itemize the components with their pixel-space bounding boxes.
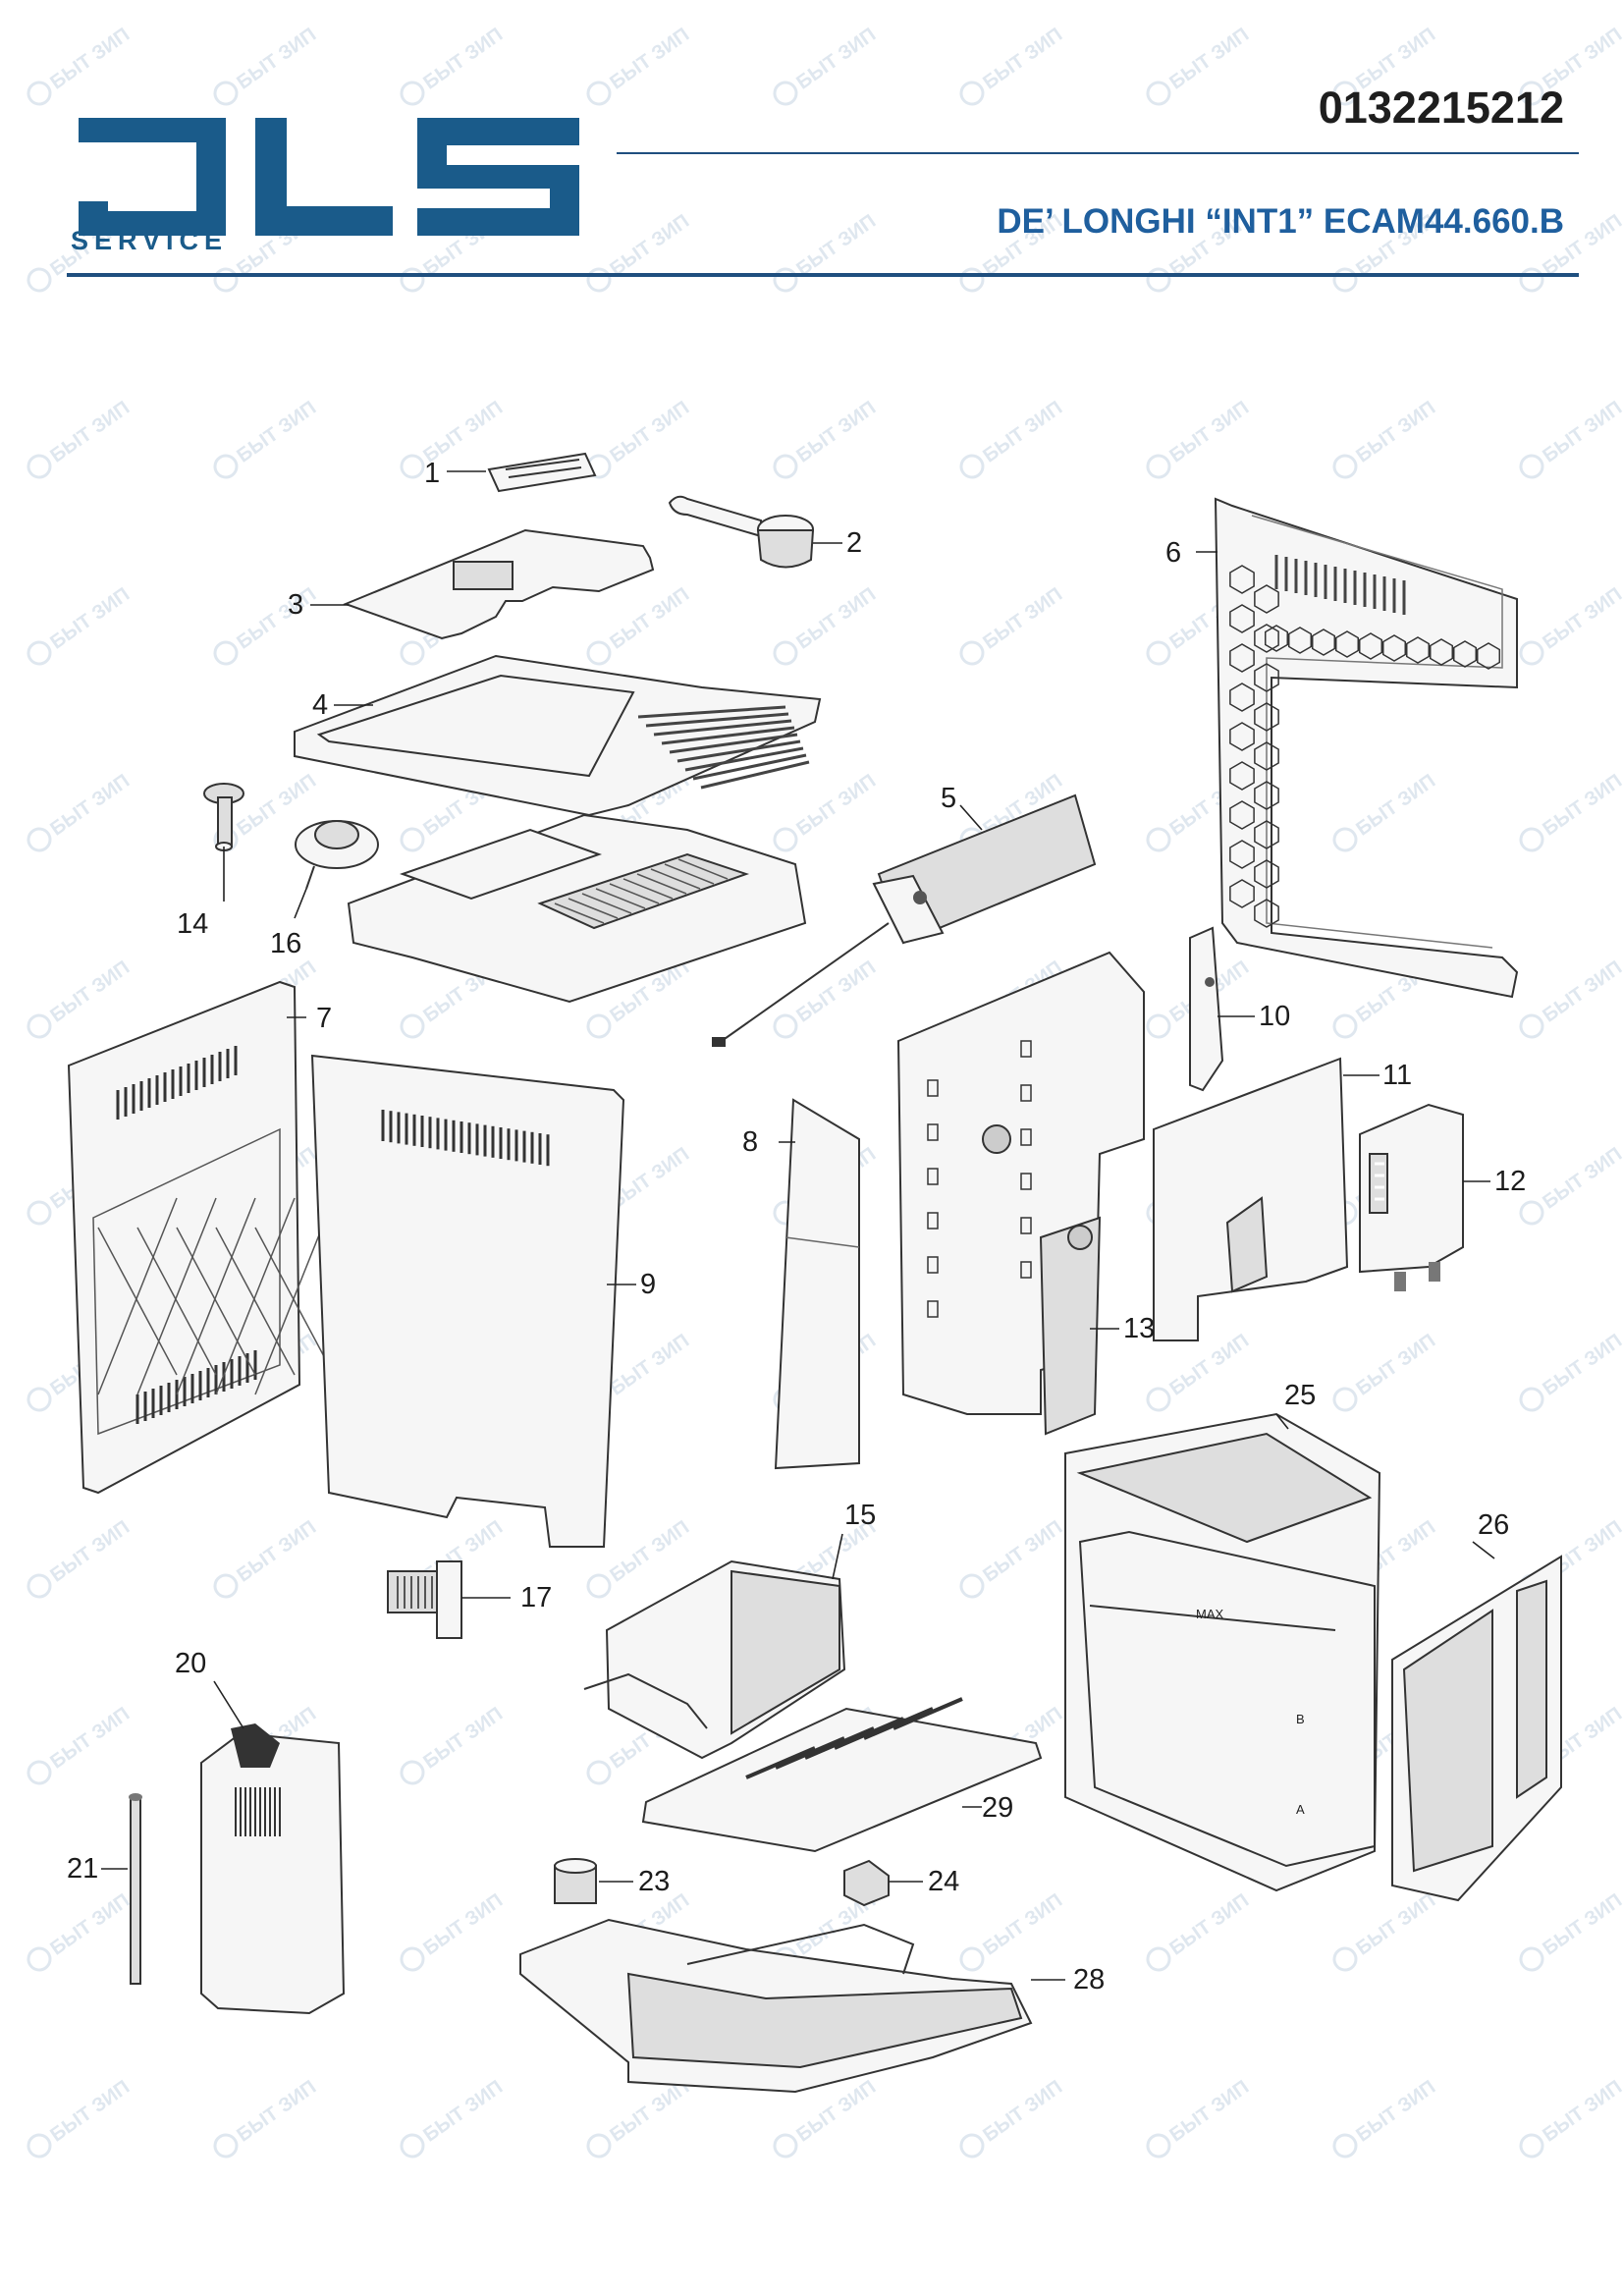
header-divider xyxy=(67,273,1579,277)
callout-5: 5 xyxy=(941,783,956,814)
callout-6: 6 xyxy=(1165,537,1181,569)
logo-service-text: SERVICE xyxy=(71,226,229,255)
leader-lines xyxy=(101,470,1495,1981)
callout-13: 13 xyxy=(1123,1313,1155,1344)
part-5-control-board xyxy=(712,793,1097,1047)
part-26-tank-cover xyxy=(1391,1555,1562,1902)
part-16-grinder-adjuster xyxy=(295,820,379,890)
tank-a-label: A xyxy=(1296,1802,1305,1817)
part-1-grille xyxy=(487,452,597,493)
model-title: DE’ LONGHI “INT1” ECAM44.660.B xyxy=(997,202,1564,241)
callout-2: 2 xyxy=(846,527,862,559)
callout-14: 14 xyxy=(177,908,208,940)
callout-4: 4 xyxy=(312,689,328,721)
part-20-filter-cartridge xyxy=(200,1723,346,2015)
part-14-knob xyxy=(203,783,244,851)
callout-16: 16 xyxy=(270,928,301,959)
part-28-base-tray xyxy=(519,1918,1033,2094)
part-15-drip-container xyxy=(583,1559,846,1760)
tank-b-label: B xyxy=(1296,1712,1305,1726)
dls-logo xyxy=(79,118,579,236)
callout-8: 8 xyxy=(742,1126,758,1158)
part-21-tube xyxy=(129,1793,142,1985)
part-9-side-panel xyxy=(310,1054,625,1548)
callout-7: 7 xyxy=(316,1003,332,1034)
part-23-cap xyxy=(554,1858,597,1904)
callout-23: 23 xyxy=(638,1866,670,1897)
callout-25: 25 xyxy=(1284,1380,1316,1411)
callout-17: 17 xyxy=(520,1582,552,1613)
part-17-valve xyxy=(387,1560,462,1639)
part-7-rear-panel xyxy=(67,980,335,1495)
part-29-drip-grille xyxy=(641,1697,1043,1853)
callout-1: 1 xyxy=(424,458,440,489)
callout-labels: 1 2 3 4 5 6 7 8 9 10 11 12 13 14 16 15 1… xyxy=(67,458,1526,1995)
part-24-clip xyxy=(843,1859,890,1907)
callout-15: 15 xyxy=(844,1500,876,1531)
callout-24: 24 xyxy=(928,1866,959,1897)
bean-hopper-base xyxy=(347,813,807,1004)
tank-max-label: MAX xyxy=(1196,1607,1224,1621)
part-6-side-frame xyxy=(1214,497,1519,999)
callout-10: 10 xyxy=(1259,1001,1290,1032)
part-13-chassis xyxy=(896,951,1145,1436)
header-rule xyxy=(617,152,1579,154)
part-11-insulation-sheet xyxy=(1153,1057,1349,1341)
callout-21: 21 xyxy=(67,1853,98,1885)
page-header: SERVICE 0132215212 DE’ LONGHI “INT1” ECA… xyxy=(0,0,1623,295)
callout-3: 3 xyxy=(288,589,303,621)
callout-9: 9 xyxy=(640,1269,656,1300)
callout-12: 12 xyxy=(1494,1166,1526,1197)
callout-29: 29 xyxy=(982,1792,1013,1824)
part-3-top-plate xyxy=(343,528,655,640)
part-25-water-tank: MAX B A xyxy=(1064,1412,1381,1892)
callout-20: 20 xyxy=(175,1648,206,1679)
callout-26: 26 xyxy=(1478,1509,1509,1541)
callout-11: 11 xyxy=(1382,1060,1412,1091)
part-8-narrow-panel xyxy=(774,1098,860,1470)
part-12-pump-box xyxy=(1359,1103,1464,1291)
part-4-top-frame xyxy=(294,654,822,817)
part-10-bracket xyxy=(1189,926,1224,1092)
callout-28: 28 xyxy=(1073,1964,1105,1995)
document-code: 0132215212 xyxy=(1318,82,1564,133)
part-2-measuring-spoon xyxy=(668,495,815,569)
